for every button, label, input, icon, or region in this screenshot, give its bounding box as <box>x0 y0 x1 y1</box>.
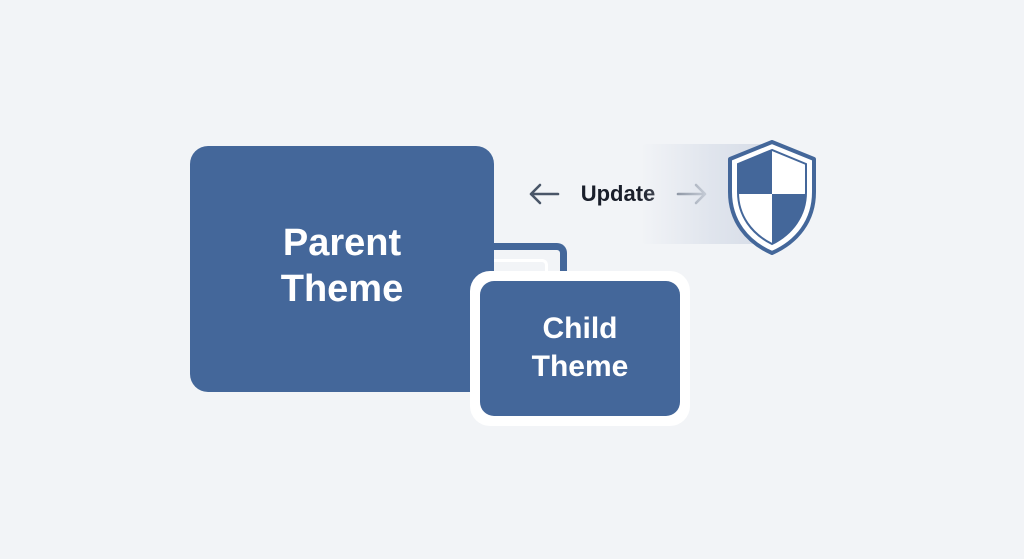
child-label-line2: Theme <box>531 350 629 383</box>
parent-child-connector <box>493 243 567 287</box>
child-theme-label: Child Theme <box>480 310 680 386</box>
arrow-left-icon <box>529 183 560 205</box>
parent-label-line2: Theme <box>280 268 404 310</box>
child-label-line1: Child <box>542 312 618 345</box>
parent-theme-label: Parent Theme <box>190 220 494 312</box>
shield-icon <box>728 140 816 255</box>
child-theme-box <box>480 281 680 416</box>
parent-theme-box <box>190 146 494 392</box>
parent-label-line1: Parent <box>282 222 402 264</box>
